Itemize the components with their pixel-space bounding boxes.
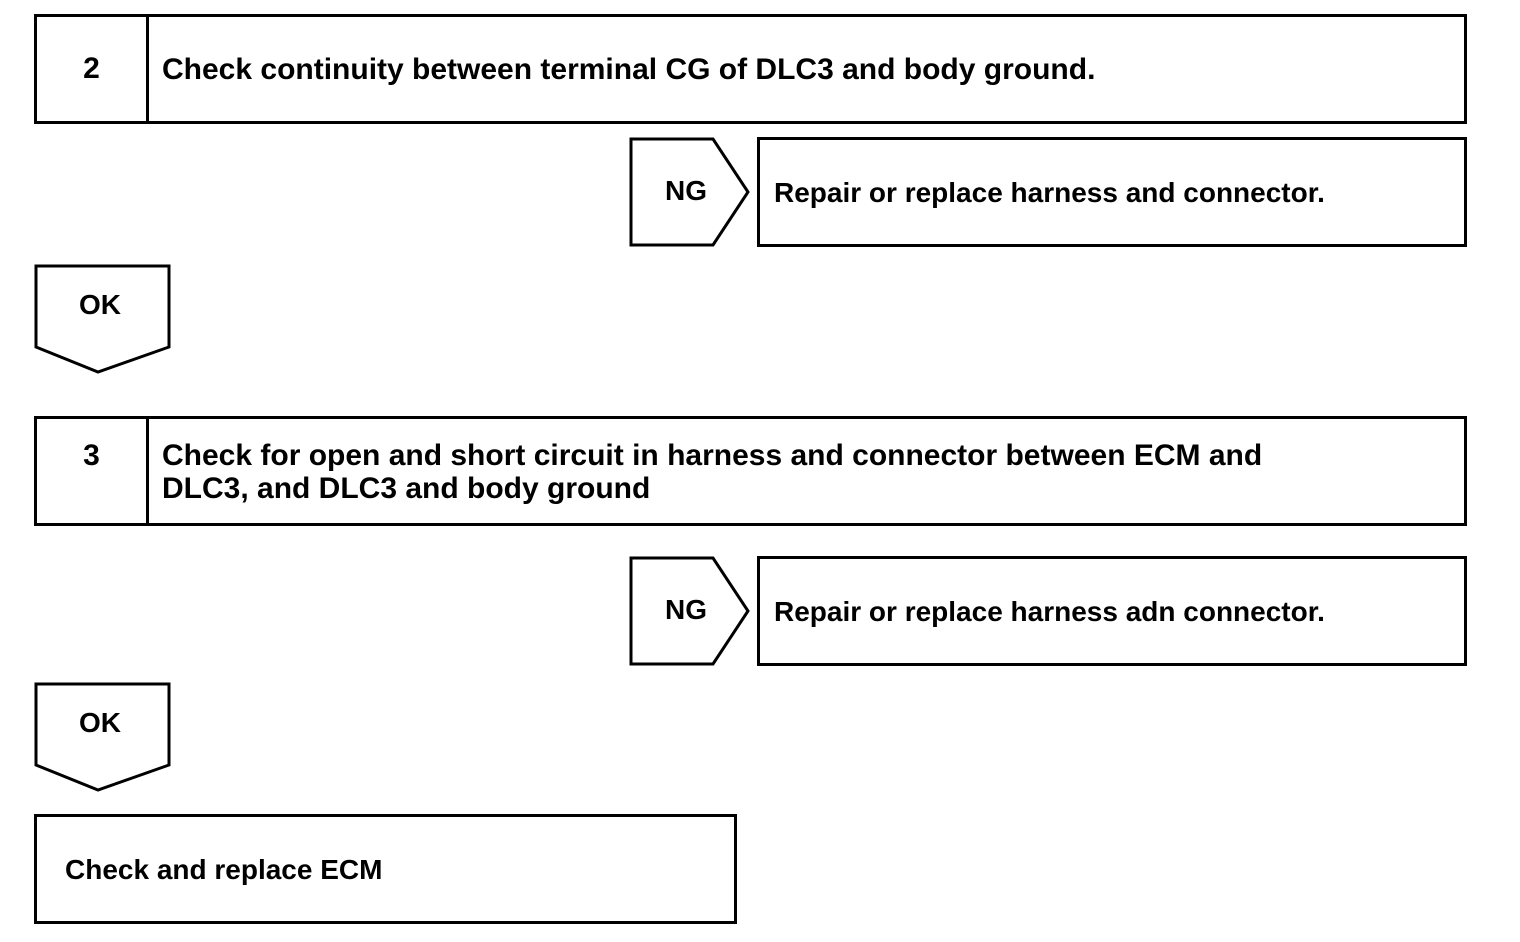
step-3-text-line-2: DLC3, and DLC3 and body ground [162,472,651,505]
ng-label-step-3: NG [665,594,707,625]
ng-arrow-step-3 [629,556,750,666]
step-2-text: Check continuity between terminal CG of … [162,53,1096,86]
ng-arrow-step-2 [629,137,750,247]
ng-action-text-step-2: Repair or replace harness and connector. [774,177,1325,208]
ng-action-box-step-2: Repair or replace harness and connector. [757,137,1467,247]
step-3-box: 3 Check for open and short circuit in ha… [34,416,1467,526]
final-action-text: Check and replace ECM [65,854,383,885]
ok-tab-step-2 [34,264,171,374]
ng-action-text-step-3: Repair or replace harness adn connector. [774,596,1325,627]
step-3-text-line-1: Check for open and short circuit in harn… [162,439,1263,472]
final-action-box: Check and replace ECM [34,814,737,924]
step-2-box: 2 Check continuity between terminal CG o… [34,14,1467,124]
ng-action-box-step-3: Repair or replace harness adn connector. [757,556,1467,666]
step-2-number: 2 [37,17,149,121]
ng-label-step-2: NG [665,175,707,206]
ok-label-step-3: OK [79,707,121,738]
step-3-number: 3 [37,419,149,523]
ok-tab-step-3 [34,682,171,792]
ok-label-step-2: OK [79,289,121,320]
